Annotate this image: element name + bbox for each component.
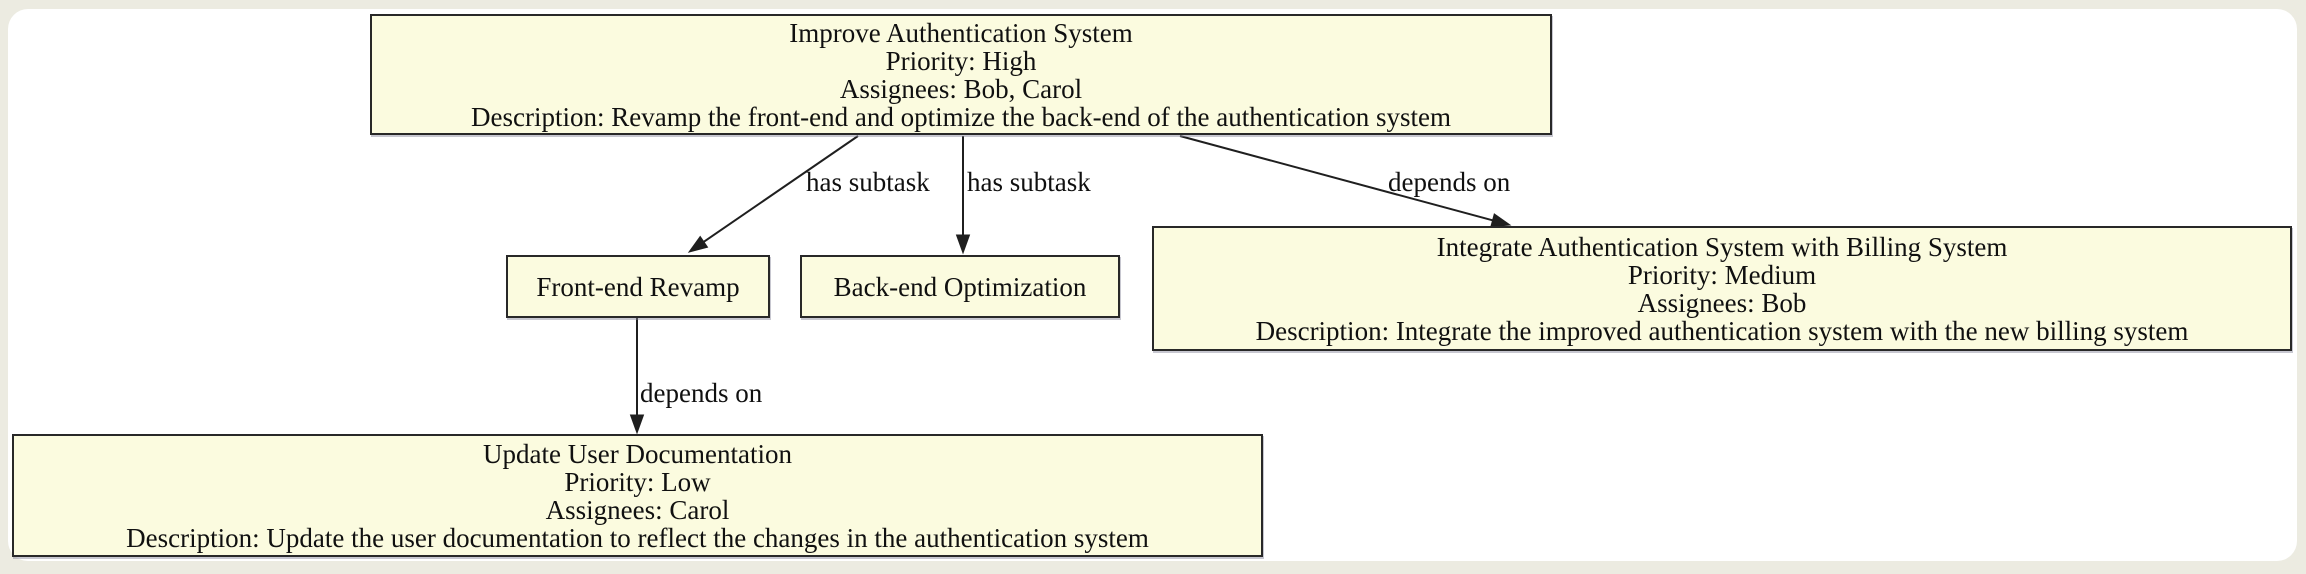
edge-label-depends-on-integrate: depends on	[1388, 167, 1511, 197]
node-priority: Priority: Low	[564, 466, 711, 497]
node-title: Front-end Revamp	[536, 271, 740, 302]
node-improve-authentication-system: Improve Authentication System Priority: …	[370, 14, 1552, 135]
node-description: Description: Revamp the front-end and op…	[471, 101, 1451, 132]
edge-label-has-subtask-backend: has subtask	[967, 167, 1091, 197]
node-integrate-authentication-billing: Integrate Authentication System with Bil…	[1152, 226, 2292, 351]
node-priority: Priority: Medium	[1627, 259, 1817, 290]
edge-label-has-subtask-frontend: has subtask	[806, 167, 930, 197]
node-back-end-optimization: Back-end Optimization	[800, 255, 1120, 318]
node-title: Improve Authentication System	[789, 17, 1133, 48]
edge-label-depends-on-docs: depends on	[640, 378, 763, 408]
node-title: Integrate Authentication System with Bil…	[1436, 231, 2008, 262]
node-title: Back-end Optimization	[833, 271, 1087, 302]
node-front-end-revamp: Front-end Revamp	[506, 255, 770, 318]
node-update-user-documentation: Update User Documentation Priority: Low …	[12, 434, 1263, 557]
node-title: Update User Documentation	[483, 438, 792, 469]
node-priority: Priority: High	[885, 45, 1037, 76]
node-description: Description: Integrate the improved auth…	[1255, 315, 2189, 346]
node-assignees: Assignees: Bob, Carol	[839, 73, 1083, 104]
node-assignees: Assignees: Bob	[1637, 287, 1807, 318]
node-description: Description: Update the user documentati…	[126, 522, 1149, 553]
node-assignees: Assignees: Carol	[545, 494, 730, 525]
